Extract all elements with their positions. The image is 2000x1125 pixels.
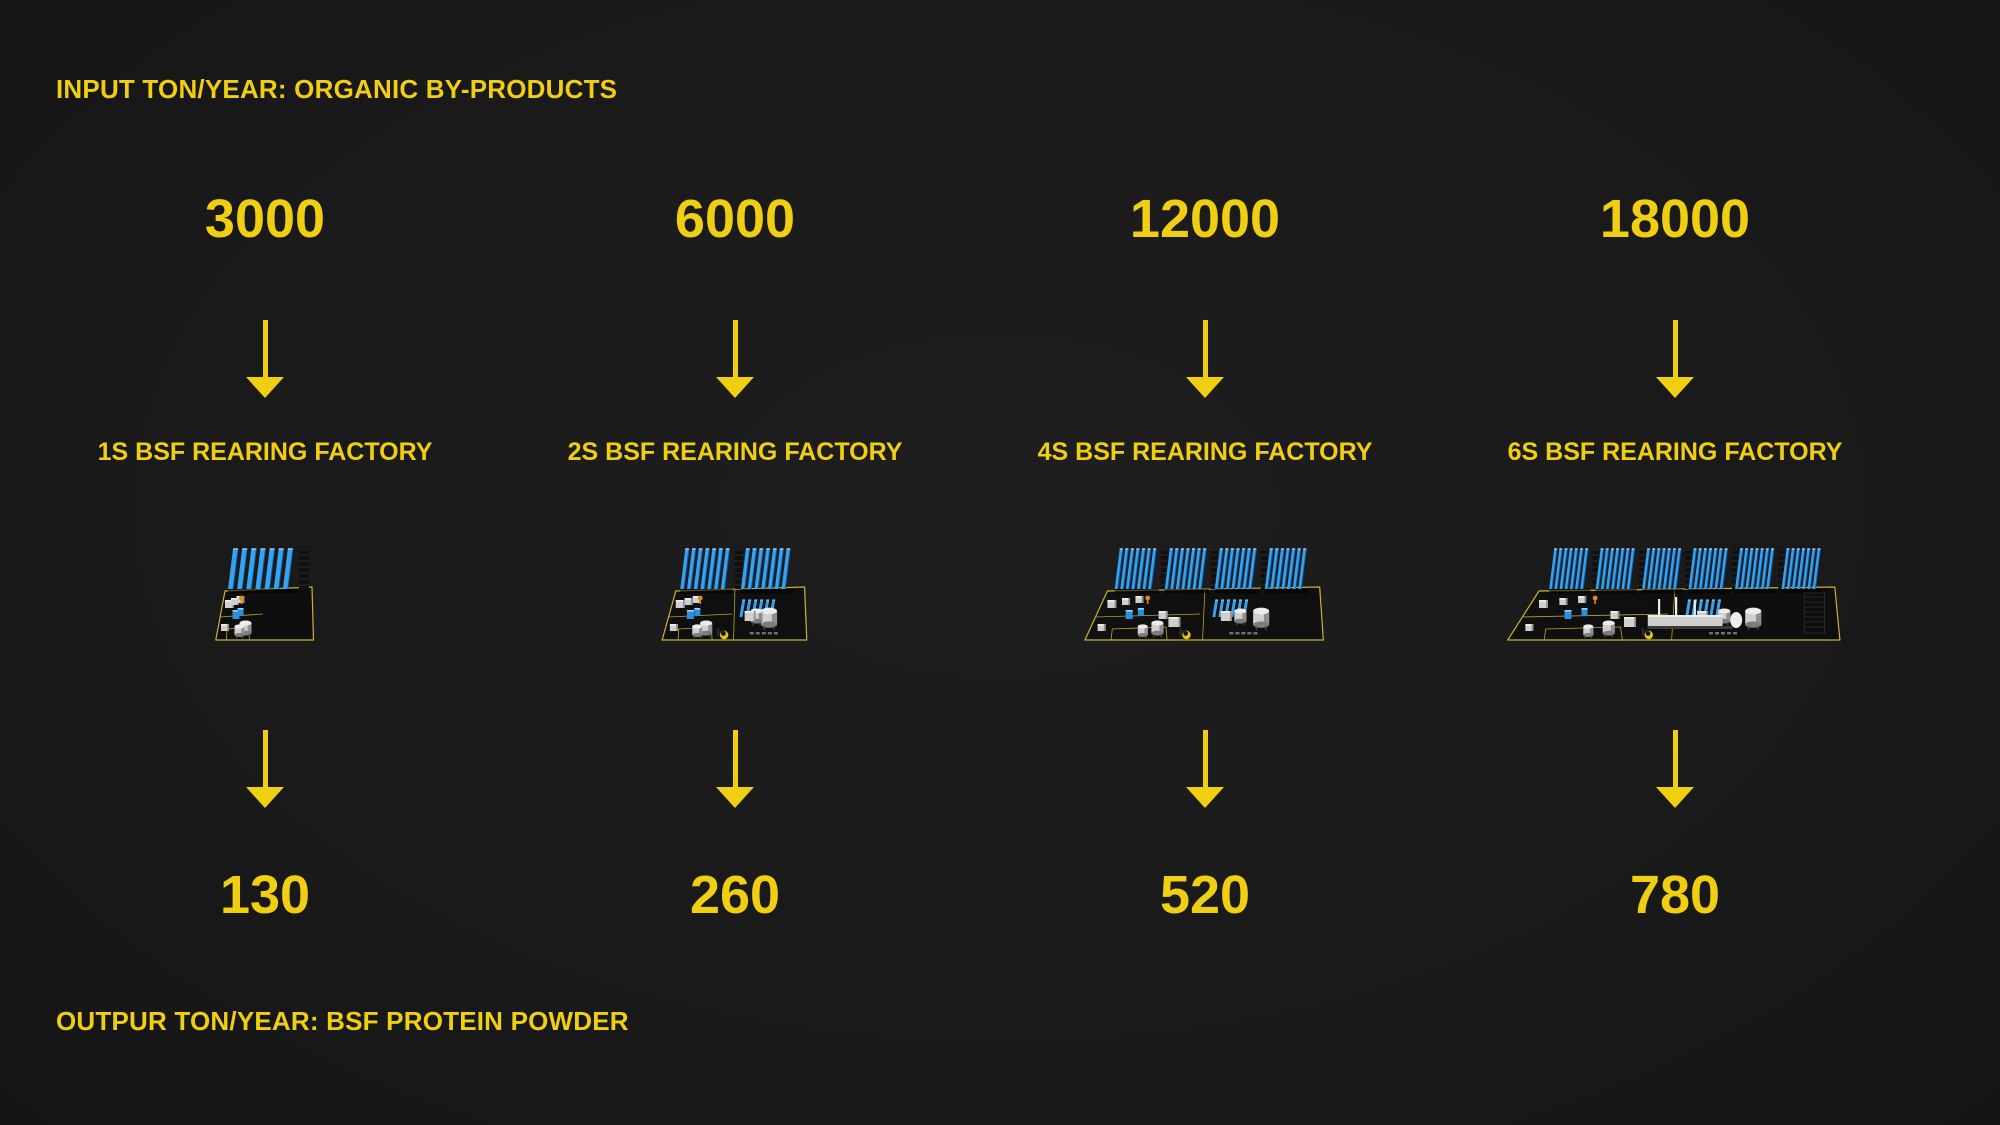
stage-column: 12000 4S BSF REARING FACTORY 520 <box>970 0 1440 1125</box>
down-arrow-icon <box>1186 730 1224 808</box>
stage-column: 6000 2S BSF REARING FACTORY 260 <box>500 0 970 1125</box>
arrow-stem <box>262 730 268 787</box>
arrow-stem <box>262 320 268 377</box>
arrow-stem <box>1202 320 1208 377</box>
input-tonnage-value: 12000 <box>1129 189 1281 249</box>
down-arrow-icon <box>246 730 284 808</box>
down-arrow-icon <box>1186 320 1224 398</box>
factory-label: 4S BSF REARING FACTORY <box>1037 438 1373 466</box>
arrow-stem <box>732 320 738 377</box>
factory-3d-render <box>500 533 970 661</box>
factory-label: 2S BSF REARING FACTORY <box>567 438 903 466</box>
output-tonnage-value: 520 <box>1159 865 1251 925</box>
factory-3d-render <box>1440 533 1910 661</box>
arrow-head <box>246 377 284 398</box>
arrow-stem <box>732 730 738 787</box>
output-tonnage-value: 260 <box>689 865 781 925</box>
arrow-head <box>716 787 754 808</box>
factory-label: 1S BSF REARING FACTORY <box>97 438 433 466</box>
input-tonnage-value: 6000 <box>674 189 796 249</box>
stage-column: 18000 6S BSF REARING FACTORY 780 <box>1440 0 1910 1125</box>
factory-label: 6S BSF REARING FACTORY <box>1507 438 1843 466</box>
stage-column: 3000 1S BSF REARING FACTORY 130 <box>30 0 500 1125</box>
arrow-head <box>246 787 284 808</box>
down-arrow-icon <box>1656 320 1694 398</box>
stages-row: 3000 1S BSF REARING FACTORY 130 6000 2S … <box>30 0 1910 1125</box>
input-tonnage-value: 18000 <box>1599 189 1751 249</box>
input-tonnage-value: 3000 <box>204 189 326 249</box>
arrow-head <box>1186 377 1224 398</box>
down-arrow-icon <box>246 320 284 398</box>
factory-isometric-icon <box>1507 548 1841 641</box>
arrow-stem <box>1202 730 1208 787</box>
arrow-stem <box>1672 320 1678 377</box>
factory-isometric-icon <box>1084 548 1324 641</box>
factory-isometric-icon <box>661 548 808 641</box>
arrow-head <box>1186 787 1224 808</box>
down-arrow-icon <box>716 730 754 808</box>
arrow-head <box>1656 787 1694 808</box>
arrow-head <box>1656 377 1694 398</box>
output-tonnage-value: 780 <box>1629 865 1721 925</box>
down-arrow-icon <box>1656 730 1694 808</box>
factory-3d-render <box>970 533 1440 661</box>
output-axis-label: OUTPUR TON/YEAR: BSF PROTEIN POWDER <box>56 1006 629 1036</box>
output-tonnage-value: 130 <box>219 865 311 925</box>
down-arrow-icon <box>716 320 754 398</box>
arrow-head <box>716 377 754 398</box>
factory-isometric-icon <box>215 548 315 641</box>
factory-3d-render <box>30 533 500 661</box>
arrow-stem <box>1672 730 1678 787</box>
input-axis-label: INPUT TON/YEAR: ORGANIC BY-PRODUCTS <box>56 74 618 104</box>
